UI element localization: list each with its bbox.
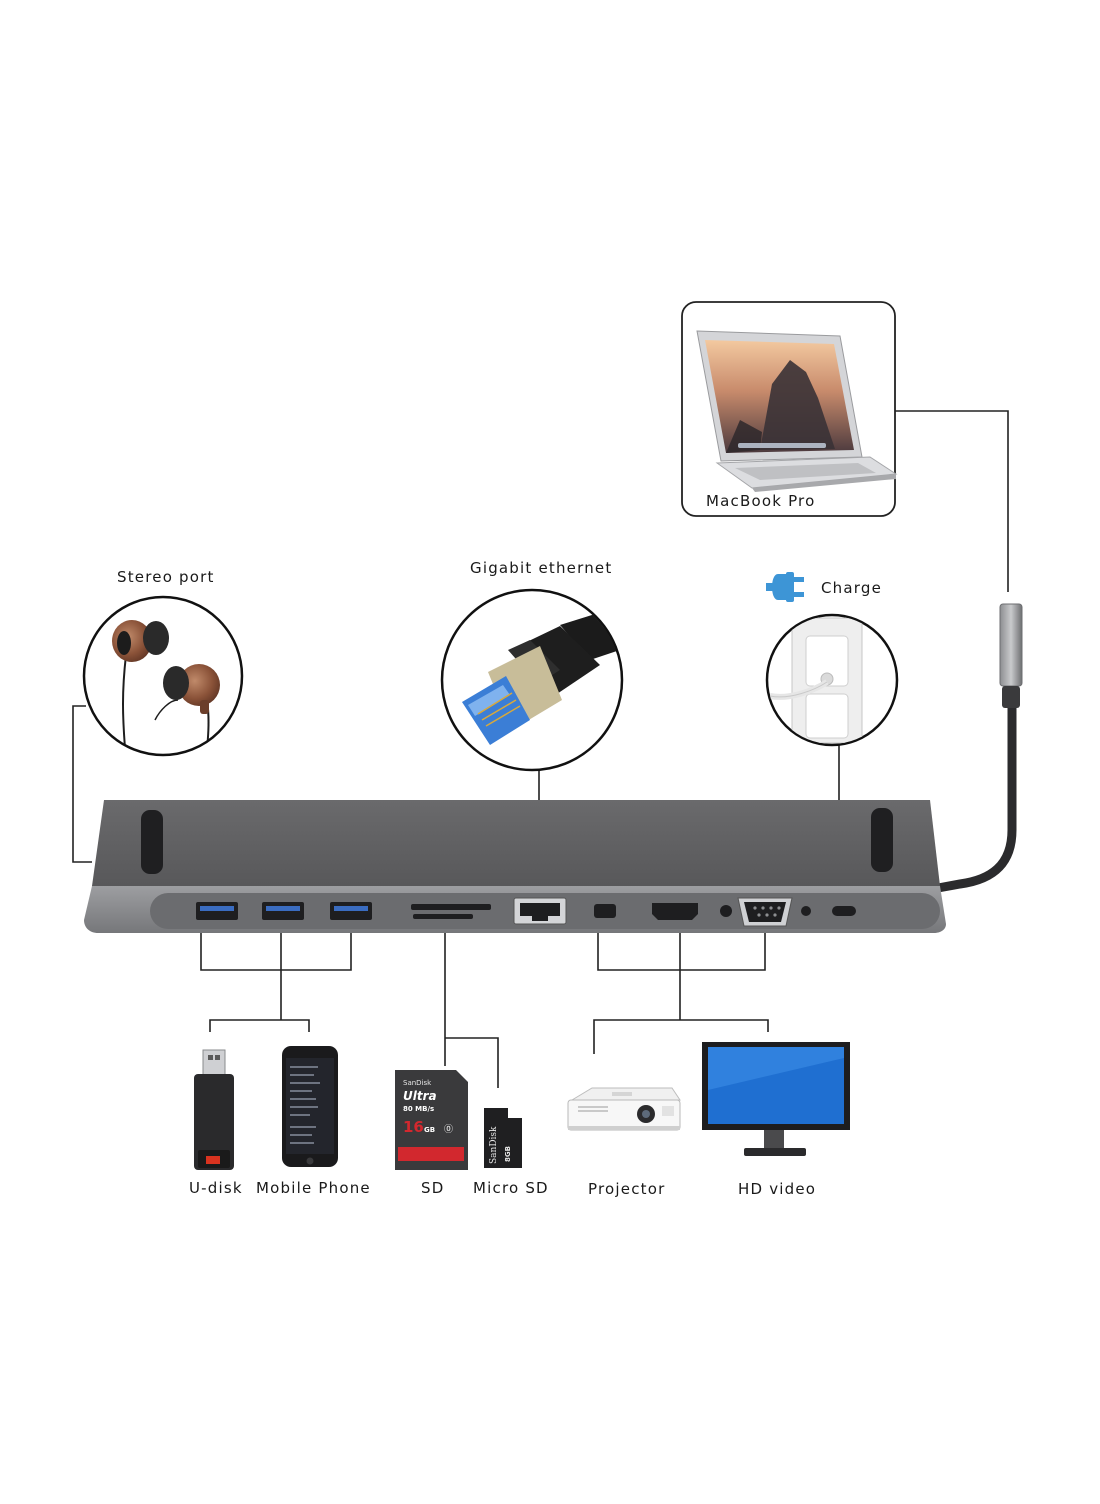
- sd-brand: SanDisk: [403, 1079, 432, 1087]
- stereo-circle: [82, 595, 244, 757]
- macbook-label: MacBook Pro: [706, 492, 816, 510]
- microsd-capacity: 8GB: [504, 1146, 512, 1162]
- usb-a-port: [330, 902, 372, 920]
- charge-circle: [765, 613, 899, 747]
- sd-capacity: 16: [403, 1118, 424, 1136]
- wall-outlet-icon: [769, 617, 863, 744]
- udisk-label: U-disk: [189, 1179, 243, 1197]
- sd-unit: GB: [424, 1126, 435, 1134]
- monitor-icon: [702, 1042, 850, 1156]
- laptop-icon: [696, 330, 898, 492]
- usb-stick-icon: [194, 1049, 234, 1170]
- phone-label: Mobile Phone: [256, 1179, 371, 1197]
- sd-slot: [411, 904, 491, 910]
- projector-icon: [567, 1087, 681, 1131]
- phone-icon: [282, 1046, 338, 1167]
- microsd-card-icon: SanDisk 8GB: [484, 1108, 522, 1168]
- vga-port: [737, 897, 793, 927]
- audio-jack: [720, 905, 732, 917]
- usb-a-port: [196, 902, 238, 920]
- microsd-slot: [413, 914, 473, 919]
- rubber-foot-right: [871, 808, 893, 872]
- hdvideo-label: HD video: [738, 1180, 817, 1198]
- sd-speed: 80 MB/s: [403, 1105, 434, 1113]
- stereo-label: Stereo port: [117, 568, 215, 586]
- usb-a-port: [262, 902, 304, 920]
- ethernet-plug-icon: [462, 600, 621, 745]
- macbook-panel: [681, 301, 898, 517]
- ethernet-label: Gigabit ethernet: [470, 559, 613, 577]
- mini-dp-port: [594, 904, 616, 918]
- docking-hub: [84, 800, 946, 933]
- charge-label: Charge: [821, 579, 883, 597]
- rubber-foot-left: [141, 810, 163, 874]
- plug-icon: [766, 572, 804, 602]
- microsd-label: Micro SD: [473, 1179, 549, 1197]
- usb-c-pd-port: [832, 906, 856, 916]
- sd-line: Ultra: [403, 1089, 437, 1103]
- svg-text:⓪: ⓪: [444, 1124, 453, 1135]
- sd-card-icon: SanDisk Ultra 80 MB/s 16 GB ⓪: [395, 1070, 468, 1170]
- ethernet-circle: [440, 588, 624, 772]
- sd-label: SD: [421, 1179, 445, 1197]
- microsd-brand: SanDisk: [489, 1126, 499, 1164]
- connector-lines: [72, 410, 1009, 1088]
- projector-label: Projector: [588, 1180, 666, 1198]
- hdmi-port: [652, 903, 698, 920]
- usb-c-cable: [933, 603, 1023, 893]
- earphones-icon: [112, 620, 220, 754]
- rj45-port: [513, 897, 567, 925]
